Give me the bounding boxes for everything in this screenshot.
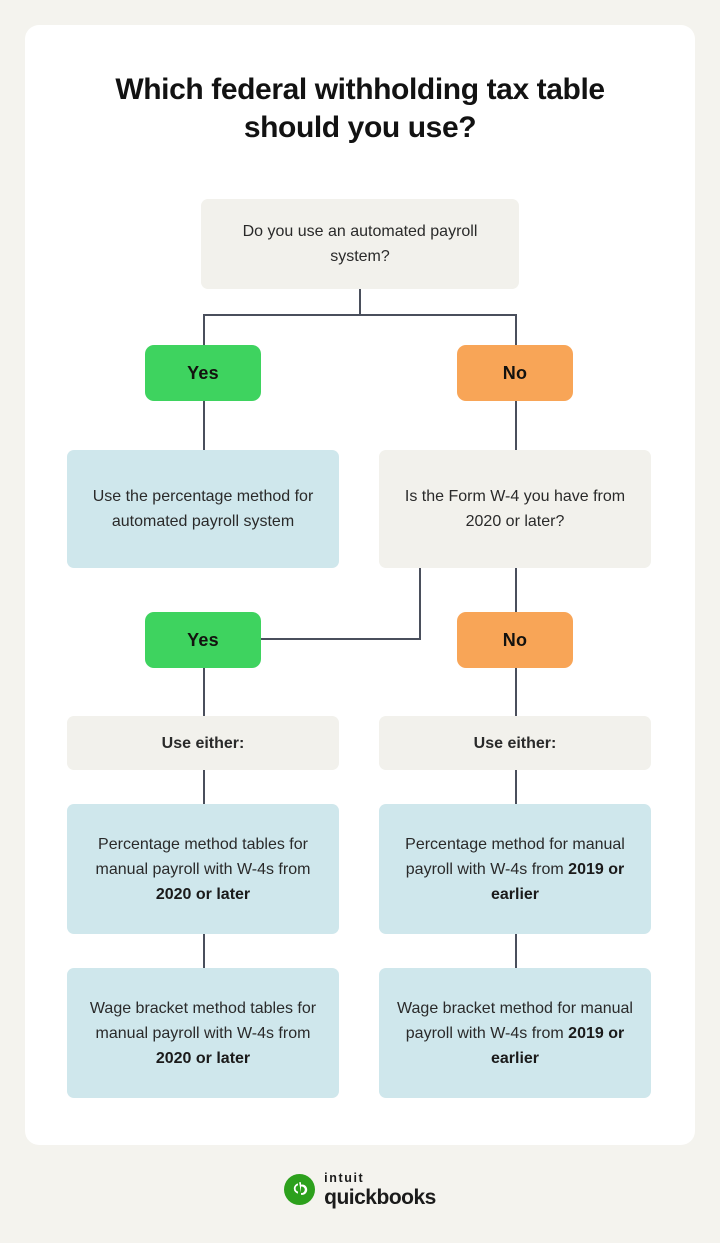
node-use-either-right: Use either: (379, 716, 651, 770)
result-emphasis: 2019 or earlier (490, 860, 625, 903)
result-text: Percentage method tables for manual payr… (95, 835, 311, 878)
connector-q2-down (419, 568, 421, 640)
result-text: Wage bracket method tables for manual pa… (89, 999, 317, 1042)
pill-no-automated[interactable]: No (457, 345, 573, 401)
result-text: Percentage method for manual payroll wit… (405, 835, 625, 878)
content-card: Which federal withholding tax table shou… (25, 25, 695, 1145)
node-result-right-percentage: Percentage method for manual payroll wit… (379, 804, 651, 934)
result-text: Wage bracket method for manual payroll w… (397, 999, 633, 1042)
connector-to-yes-1 (203, 314, 205, 347)
node-yes-result-automated: Use the percentage method for automated … (67, 450, 339, 568)
brand-intuit: intuit (324, 1171, 365, 1185)
result-emphasis: 2019 or earlier (490, 1024, 625, 1067)
pill-yes-w4-2020[interactable]: Yes (145, 612, 261, 668)
page-title: Which federal withholding tax table shou… (115, 73, 605, 144)
connector-q2-to-no2 (515, 568, 517, 612)
connector-yes1-down (203, 401, 205, 450)
node-result-left-wage-bracket: Wage bracket method tables for manual pa… (67, 968, 339, 1098)
node-second-question: Is the Form W-4 you have from 2020 or la… (379, 450, 651, 568)
connector-to-no-1 (515, 314, 517, 347)
connector-useeither-right-down (515, 770, 517, 804)
brand-logo: intuit quickbooks (0, 1172, 720, 1208)
connector-q2-to-yes2 (261, 638, 421, 640)
connector-no2-down (515, 668, 517, 718)
node-result-right-wage-bracket: Wage bracket method for manual payroll w… (379, 968, 651, 1098)
pill-yes-automated[interactable]: Yes (145, 345, 261, 401)
brand-quickbooks: quickbooks (324, 1185, 436, 1209)
result-emphasis: 2020 or later (155, 885, 251, 903)
node-result-left-percentage: Percentage method tables for manual payr… (67, 804, 339, 934)
connector-root-stem (359, 289, 361, 315)
connector-root-branch (203, 314, 517, 316)
pill-no-w4-2020[interactable]: No (457, 612, 573, 668)
quickbooks-qb-icon (284, 1174, 316, 1206)
connector-left-result-link (203, 934, 205, 968)
connector-yes2-down (203, 668, 205, 718)
brand-wordmark: intuit quickbooks (324, 1172, 436, 1208)
connector-right-result-link (515, 934, 517, 968)
result-emphasis: 2020 or later (155, 1049, 251, 1067)
connector-useeither-left-down (203, 770, 205, 804)
connector-no1-down (515, 401, 517, 450)
node-root-question: Do you use an automated payroll system? (201, 199, 519, 289)
node-use-either-left: Use either: (67, 716, 339, 770)
